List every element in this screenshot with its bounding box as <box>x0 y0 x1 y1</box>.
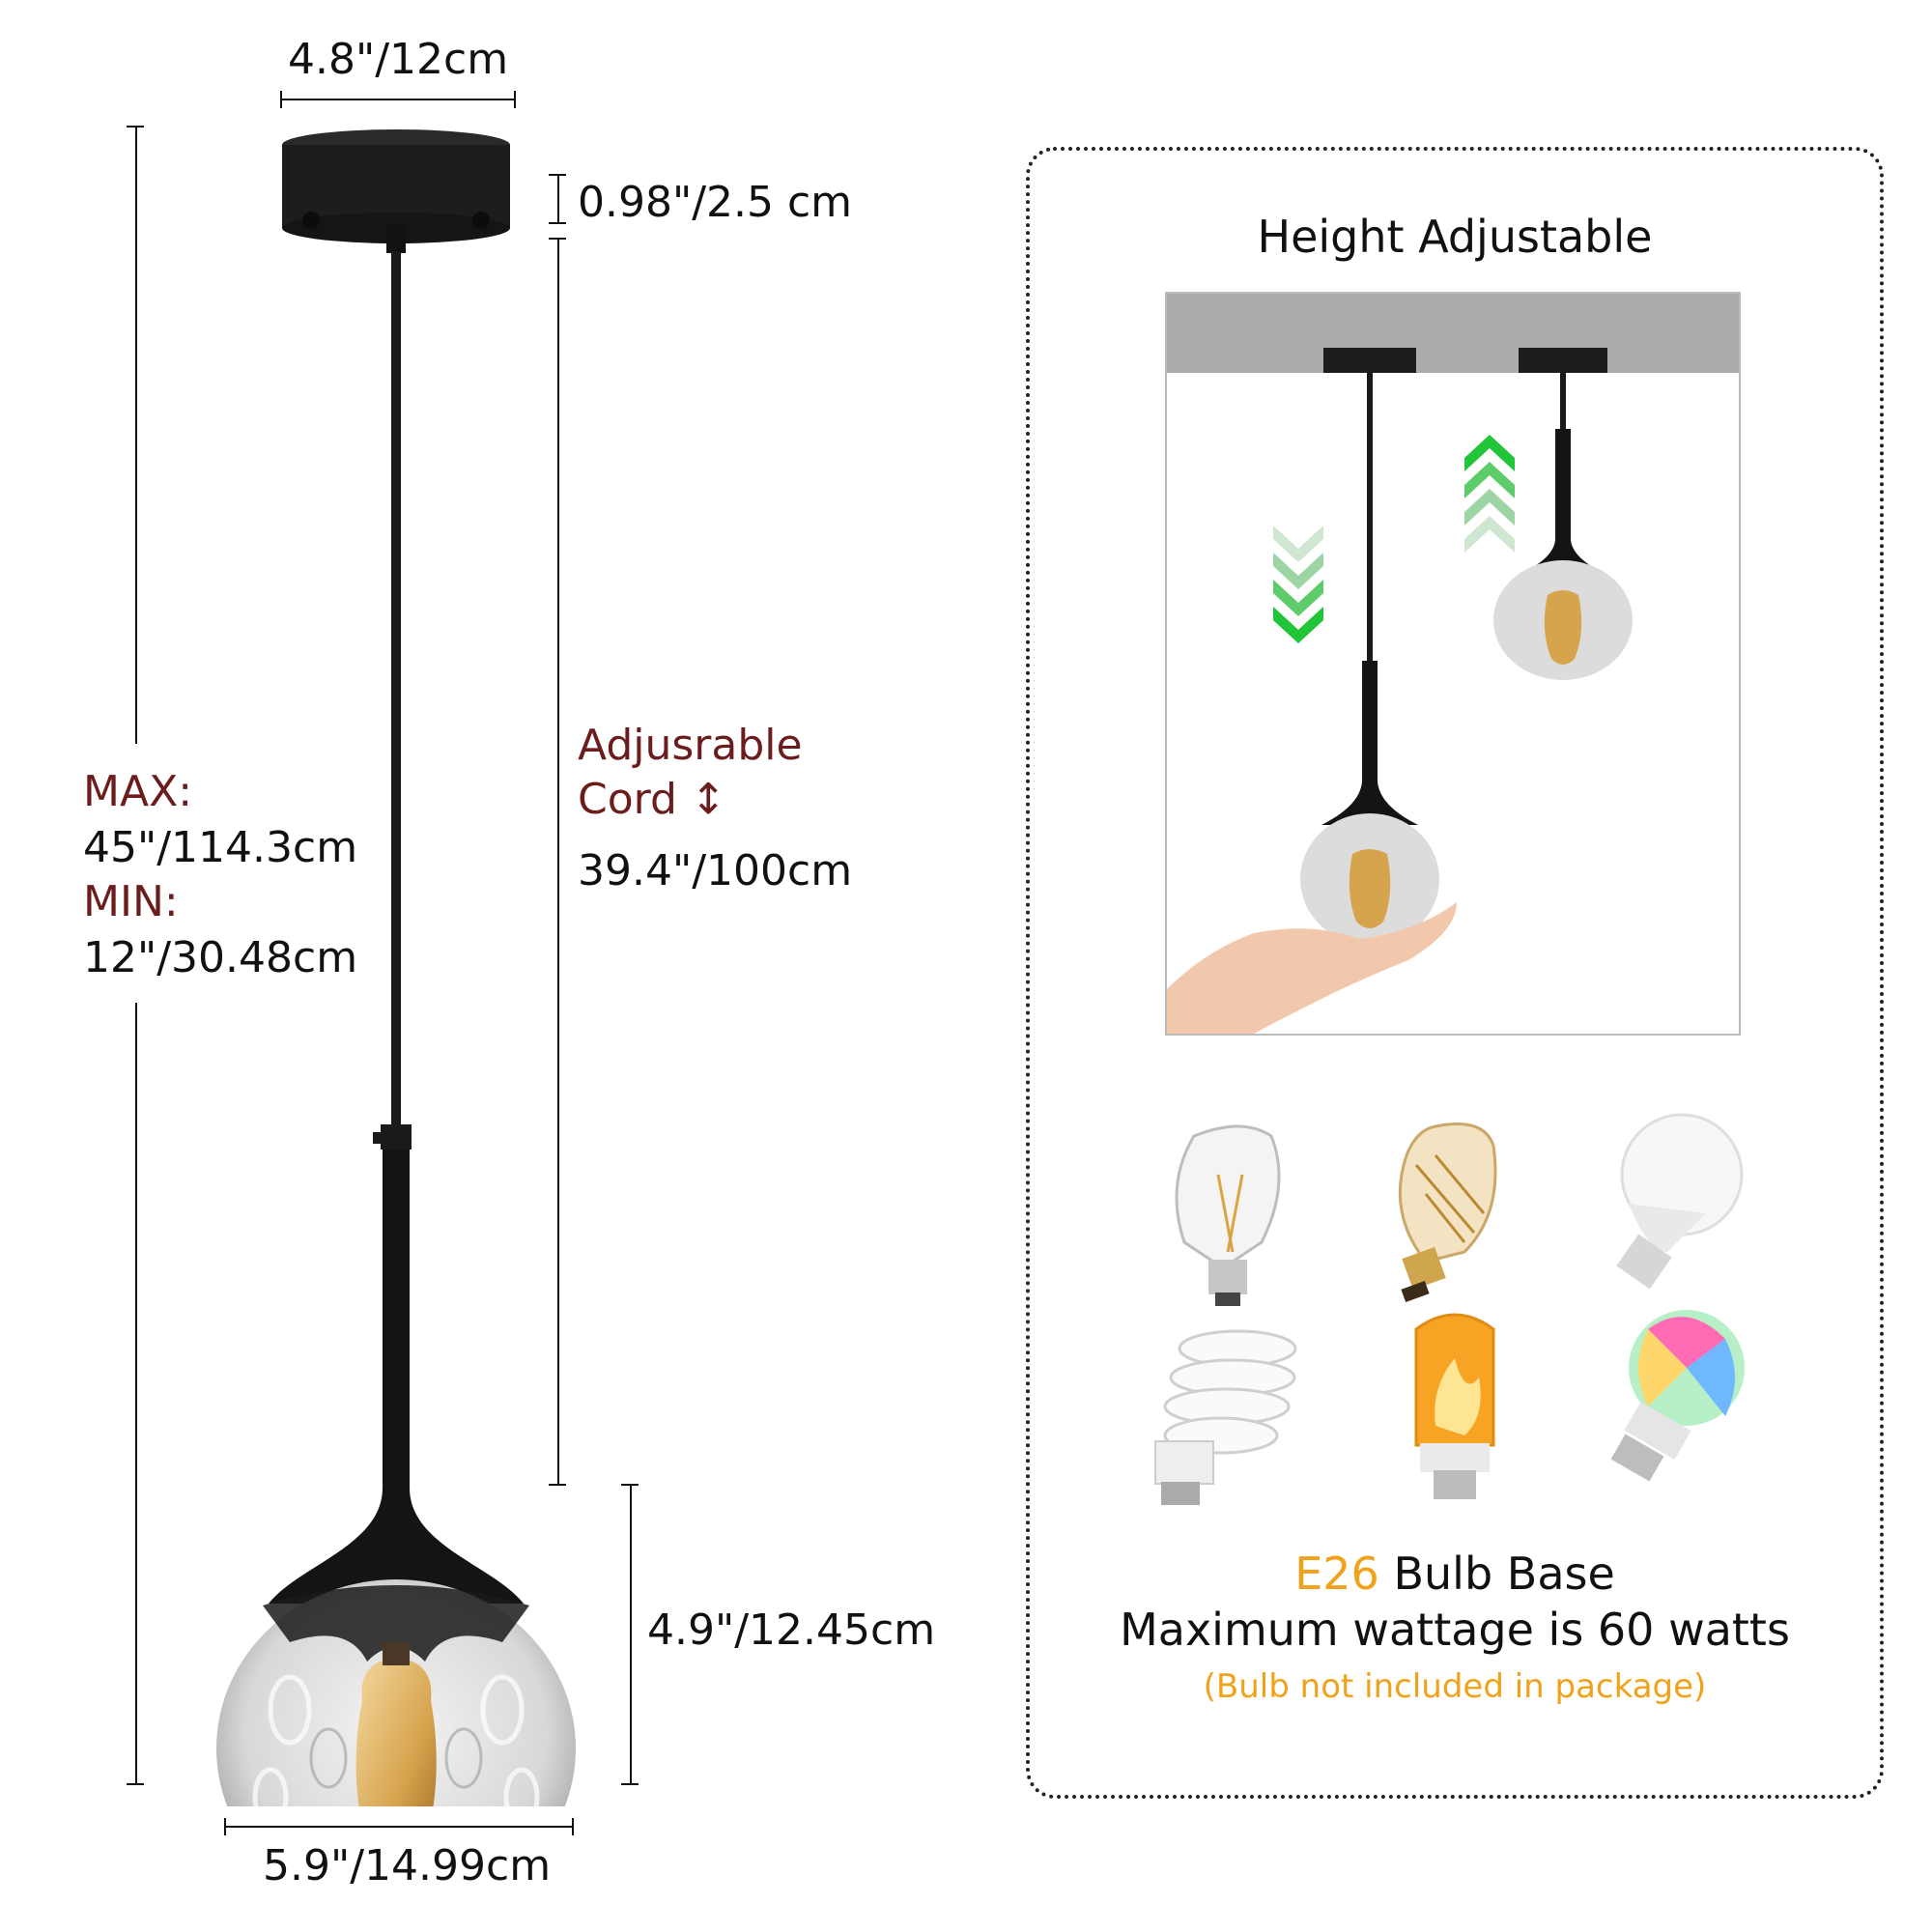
stem <box>383 1150 410 1497</box>
adjust-scene <box>1167 348 1633 1034</box>
bulb-st64-icon <box>1175 1124 1281 1306</box>
overall-height-line-top <box>135 126 137 744</box>
bulb-base-text: E26 Bulb Base <box>1030 1548 1880 1600</box>
cord <box>391 251 401 1256</box>
shade-width-line <box>224 1826 574 1828</box>
overall-height-cap-top <box>127 126 144 128</box>
cord-length-line <box>557 238 559 1486</box>
down-arrows-icon <box>1273 526 1323 643</box>
canopy-width-line <box>280 99 516 100</box>
canopy-screw-right <box>472 212 490 229</box>
max-label: MAX: <box>83 767 193 816</box>
bulb-types-grid <box>1154 1113 1745 1505</box>
min-label: MIN: <box>83 877 179 926</box>
bulb-cfl-icon <box>1154 1329 1297 1505</box>
bulb-base-rest: Bulb Base <box>1378 1548 1615 1600</box>
bulb-flame-icon <box>1414 1313 1495 1499</box>
bulb <box>355 1658 437 1806</box>
shade-width-label: 5.9"/14.99cm <box>263 1841 552 1890</box>
hand-icon <box>1167 902 1457 1034</box>
panel-title: Height Adjustable <box>1257 211 1653 263</box>
min-value: 12"/30.48cm <box>83 933 358 982</box>
cord-label-text: Cord <box>578 775 677 824</box>
canopy-width-label: 4.8"/12cm <box>288 35 509 84</box>
ceiling <box>1167 294 1739 373</box>
canopy-width-cap-left <box>280 91 282 108</box>
bulb-a19-icon <box>1616 1113 1744 1290</box>
bulb-note: (Bulb not included in package) <box>1203 1667 1707 1706</box>
shade-width-cap-left <box>224 1818 226 1835</box>
bulb-rgb-icon <box>1610 1310 1745 1482</box>
canopy-height-label: 0.98"/2.5 cm <box>578 178 853 227</box>
lowered-pendant <box>1300 348 1439 945</box>
raised-pendant <box>1493 348 1633 680</box>
max-value: 45"/114.3cm <box>83 823 358 872</box>
cord-label-line2: Cord ↕ <box>578 775 726 824</box>
cord-length-label: 39.4"/100cm <box>578 846 853 895</box>
up-arrows-icon <box>1464 435 1515 553</box>
shade-height-cap-top <box>621 1484 639 1486</box>
cord-label-line1: Adjusrable <box>578 721 803 770</box>
overall-height-line-bottom <box>135 1003 137 1785</box>
canopy-height-cap-top <box>549 174 566 176</box>
shade-height-cap-bottom <box>621 1783 639 1785</box>
pendant-light-illustration <box>216 129 576 1806</box>
bulb-base-highlight: E26 <box>1294 1548 1379 1600</box>
cord-length-cap-top <box>549 238 566 240</box>
info-panel: Height Adjustable <box>1026 147 1884 1799</box>
canopy-screw-left <box>302 212 320 229</box>
overall-height-cap-bottom <box>127 1783 144 1785</box>
cord-length-cap-bottom <box>549 1484 566 1486</box>
shade-height-label: 4.9"/12.45cm <box>647 1605 936 1655</box>
canopy-height-cap-bottom <box>549 222 566 224</box>
canopy-width-cap-right <box>514 91 516 108</box>
bulb-edison-icon <box>1398 1122 1497 1303</box>
shade-width-cap-right <box>572 1818 574 1835</box>
canopy-height-line <box>557 174 559 224</box>
height-adjust-illustration <box>1165 292 1741 1036</box>
wattage-text: Maximum wattage is 60 watts <box>1120 1604 1790 1656</box>
cord-arrows-icon: ↕ <box>690 775 726 824</box>
shade-height-line <box>630 1484 632 1785</box>
shade-cap <box>269 1488 524 1604</box>
